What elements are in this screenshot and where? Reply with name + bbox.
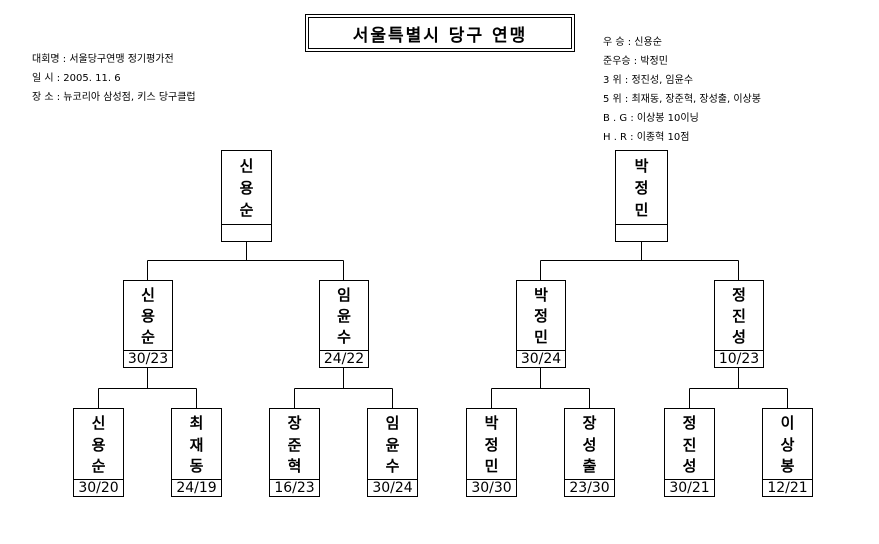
player-node: 최 재 동 24/19: [171, 408, 222, 497]
name-char: 정: [682, 414, 697, 433]
name-char: 수: [337, 328, 351, 346]
match-score: 30/23: [124, 350, 172, 367]
match-score: [616, 224, 667, 241]
name-char: 정: [634, 179, 649, 197]
result-runner-up: 준우승 : 박정민: [603, 56, 668, 67]
name-char: 순: [141, 328, 155, 346]
name-char: 출: [582, 456, 597, 475]
match-score: 24/22: [320, 350, 368, 367]
name-char: 상: [780, 435, 795, 454]
player-node: 신 용 순: [221, 150, 272, 242]
result-best-game: B . G : 이상봉 10이닝: [603, 113, 699, 124]
player-node: 정 진 성 10/23: [714, 280, 764, 368]
match-score: 30/30: [467, 479, 516, 496]
name-char: 정: [484, 435, 499, 454]
results-summary: 우 승 : 신용순 준우승 : 박정민 3 위 : 정진성, 임윤수 5 위 :…: [603, 33, 761, 147]
bracket-line: [491, 368, 590, 408]
match-score: [222, 224, 271, 241]
result-fifth: 5 위 : 최재동, 장준혁, 장성출, 이상봉: [603, 94, 761, 105]
name-char: 장: [287, 414, 302, 433]
match-score: 30/21: [665, 479, 714, 496]
bracket-line: [147, 242, 344, 280]
match-score: 12/21: [763, 479, 812, 496]
result-winner: 우 승 : 신용순: [603, 37, 662, 48]
match-score: 24/19: [172, 479, 221, 496]
player-node: 정 진 성 30/21: [664, 408, 715, 497]
name-char: 박: [484, 414, 499, 433]
match-score: 16/23: [270, 479, 319, 496]
name-char: 용: [239, 179, 254, 197]
event-info: 대회명 : 서울당구연맹 정기평가전 일 시 : 2005. 11. 6 장 소…: [32, 50, 196, 107]
player-node: 임 윤 수 24/22: [319, 280, 369, 368]
match-score: 30/20: [74, 479, 123, 496]
name-char: 용: [141, 307, 155, 325]
result-high-run: H . R : 이종혁 10점: [603, 132, 690, 143]
name-char: 윤: [385, 435, 400, 454]
name-char: 신: [239, 157, 254, 175]
name-char: 신: [91, 414, 106, 433]
name-char: 진: [682, 435, 697, 454]
name-char: 성: [582, 435, 597, 454]
result-third: 3 위 : 정진성, 임윤수: [603, 75, 694, 86]
name-char: 정: [732, 286, 746, 304]
event-date: 일 시 : 2005. 11. 6: [32, 73, 121, 84]
name-char: 민: [484, 456, 499, 475]
match-score: 30/24: [517, 350, 565, 367]
player-node: 박 정 민 30/30: [466, 408, 517, 497]
player-node: 박 정 민: [615, 150, 668, 242]
match-score: 10/23: [715, 350, 763, 367]
bracket-line: [98, 368, 197, 408]
player-node: 장 성 출 23/30: [564, 408, 615, 497]
name-char: 성: [732, 328, 746, 346]
name-char: 순: [239, 201, 254, 219]
name-char: 이: [780, 414, 795, 433]
name-char: 임: [385, 414, 400, 433]
player-node: 장 준 혁 16/23: [269, 408, 320, 497]
name-char: 진: [732, 307, 746, 325]
name-char: 임: [337, 286, 351, 304]
player-node: 신 용 순 30/23: [123, 280, 173, 368]
name-char: 민: [634, 201, 649, 219]
name-char: 박: [534, 286, 548, 304]
name-char: 봉: [780, 456, 795, 475]
name-char: 윤: [337, 307, 351, 325]
title-frame: 서울특별시 당구 연맹: [305, 14, 575, 52]
bracket-line: [294, 368, 393, 408]
name-char: 장: [582, 414, 597, 433]
player-node: 신 용 순 30/20: [73, 408, 124, 497]
name-char: 혁: [287, 456, 302, 475]
name-char: 재: [189, 435, 204, 454]
event-venue: 장 소 : 뉴코리아 삼성점, 키스 당구클럽: [32, 92, 196, 103]
name-char: 동: [189, 456, 204, 475]
bracket-line: [689, 368, 788, 408]
player-node: 박 정 민 30/24: [516, 280, 566, 368]
name-char: 박: [634, 157, 649, 175]
event-name: 대회명 : 서울당구연맹 정기평가전: [32, 54, 174, 65]
player-node: 이 상 봉 12/21: [762, 408, 813, 497]
name-char: 용: [91, 435, 106, 454]
name-char: 정: [534, 307, 548, 325]
name-char: 순: [91, 456, 106, 475]
match-score: 23/30: [565, 479, 614, 496]
page-title: 서울특별시 당구 연맹: [308, 17, 572, 49]
name-char: 민: [534, 328, 548, 346]
name-char: 준: [287, 435, 302, 454]
name-char: 성: [682, 456, 697, 475]
match-score: 30/24: [368, 479, 417, 496]
player-node: 임 윤 수 30/24: [367, 408, 418, 497]
name-char: 최: [189, 414, 204, 433]
bracket-line: [540, 242, 739, 280]
name-char: 신: [141, 286, 155, 304]
name-char: 수: [385, 456, 400, 475]
